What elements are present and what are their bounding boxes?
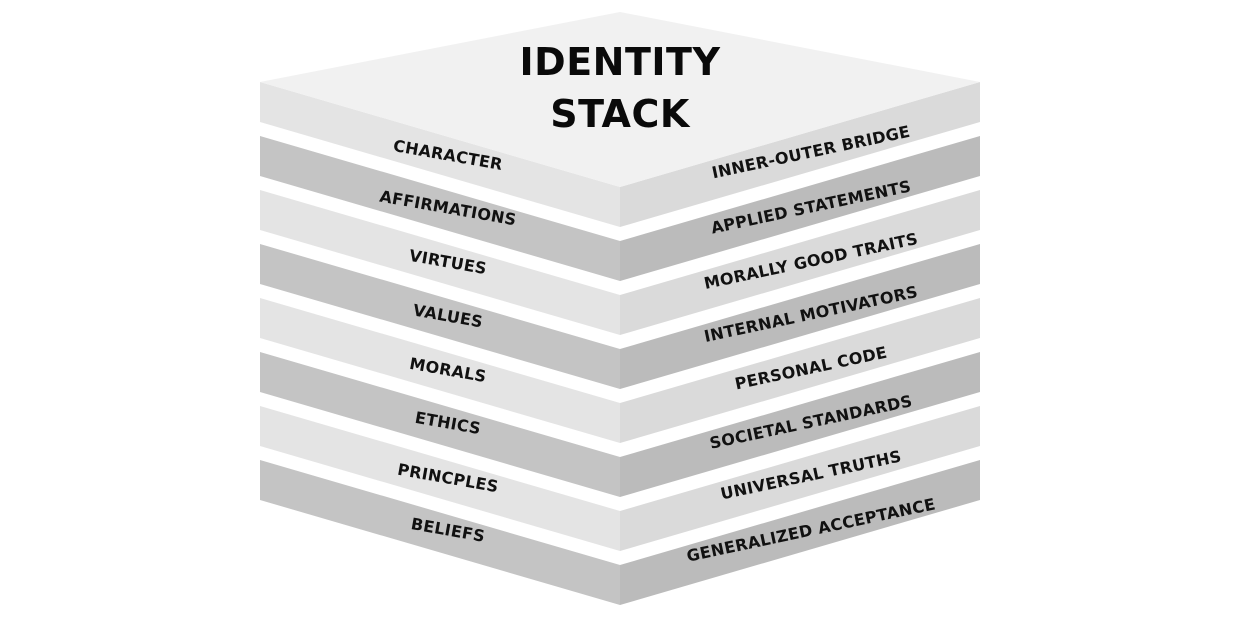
layer-left-face (260, 136, 620, 281)
layer-left-face (260, 352, 620, 497)
layer-right-face (620, 190, 980, 335)
layer-right-face (620, 406, 980, 551)
stack-layer (260, 136, 980, 281)
layer-left-face (260, 460, 620, 605)
layer-left-face (260, 82, 620, 227)
layer-left-face (260, 298, 620, 443)
stack-layer (260, 244, 980, 389)
stack-layer (260, 298, 980, 443)
stack-layer (260, 460, 980, 605)
stack-layer (260, 352, 980, 497)
layer-right-face (620, 460, 980, 605)
layer-right-face (620, 82, 980, 227)
layer-right-face (620, 298, 980, 443)
layer-right-face (620, 136, 980, 281)
layer-left-face (260, 190, 620, 335)
layer-left-face (260, 406, 620, 551)
diagram-title: IDENTITY STACK (420, 36, 820, 140)
title-line-1: IDENTITY (519, 40, 721, 84)
stack-top-face (260, 12, 980, 187)
layer-left-face (260, 244, 620, 389)
stack-layer (260, 406, 980, 551)
title-line-2: STACK (550, 92, 690, 136)
layer-right-face (620, 352, 980, 497)
stack-layer (260, 190, 980, 335)
stack-layer (260, 82, 980, 227)
layer-right-face (620, 244, 980, 389)
